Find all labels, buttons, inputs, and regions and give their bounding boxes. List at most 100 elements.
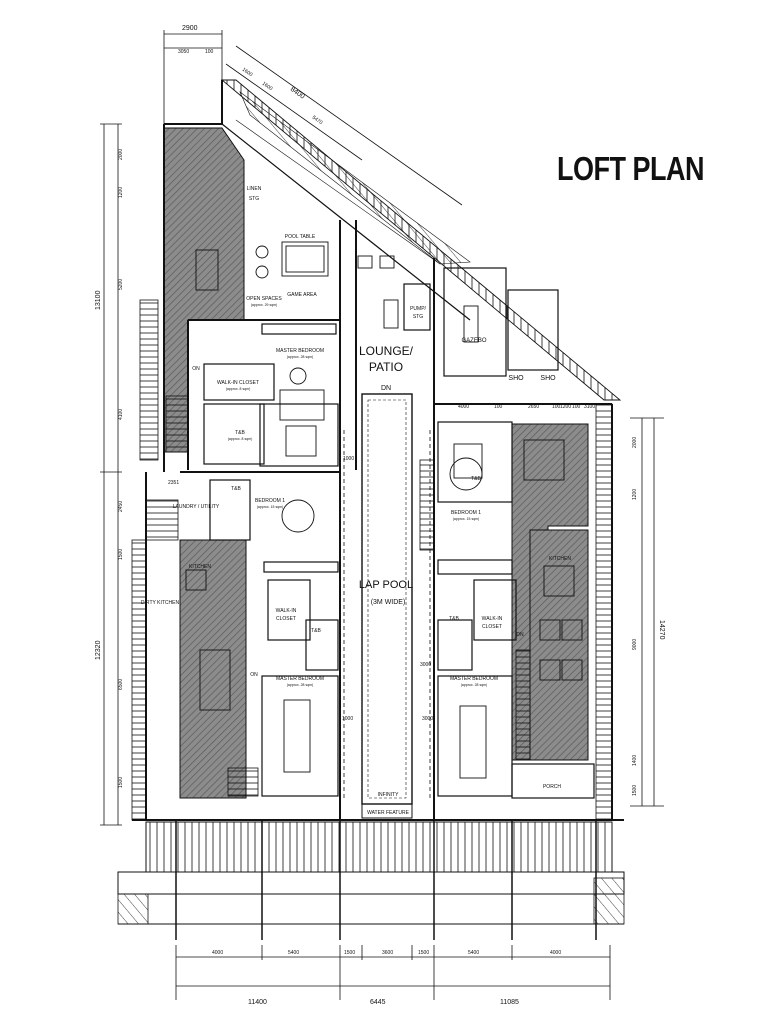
label-kitchen-left: KITCHEN (189, 564, 211, 570)
label-walk-in-closet-upper: WALK-IN CLOSET (217, 380, 259, 386)
label-dn-right: DN (516, 632, 524, 638)
label-master-bedroom-left-sub: (approx. 28 sqm) (287, 683, 313, 687)
label-bedroom-1-left: BEDROOM 1 (255, 498, 285, 504)
dim-upper-row-1: 4000 (458, 404, 469, 410)
dim-upper-row-3: 2650 (528, 404, 539, 410)
dim-left-d4: 4100 (118, 409, 124, 420)
label-pump: PUMP/ (410, 306, 426, 312)
label-tb-mid: T&B (231, 486, 241, 492)
dim-bottom-left: 11400 (248, 999, 267, 1006)
dim-left-d6: 1500 (118, 549, 124, 560)
dim-left-d8: 1500 (118, 777, 124, 788)
dim-left-d1: 2000 (118, 149, 124, 160)
sloped-roof-band (220, 79, 622, 401)
dim-right-d4: 1400 (632, 755, 638, 766)
label-porch: PORCH (543, 784, 561, 790)
label-game-area: GAME AREA (287, 292, 317, 298)
label-master-bedroom-right-sub: (approx. 28 sqm) (461, 683, 487, 687)
label-master-bedroom-upper: MASTER BEDROOM (276, 348, 324, 354)
dim-bottom-right: 11085 (500, 999, 519, 1006)
label-open-spaces-sub: (approx. 29 sqm) (251, 303, 277, 307)
dim-bottom-sub-1: 4000 (212, 950, 223, 956)
label-linen: LINEN (247, 186, 262, 192)
dim-bottom-mid: 6445 (370, 999, 386, 1006)
label-water-feature: WATER FEATURE (367, 810, 410, 816)
label-tb-left: T&B (311, 628, 321, 634)
dim-upper-row-6: 100 (572, 404, 581, 410)
label-master-bedroom-right: MASTER BEDROOM (450, 676, 498, 682)
label-pool-table: POOL TABLE (285, 234, 316, 240)
dim-top-sub-a: 3050 (178, 49, 189, 55)
dim-pool-3: 3000 (422, 716, 433, 722)
dim-right-total: 14270 (658, 620, 665, 640)
dim-right-d3: 9000 (632, 639, 638, 650)
dim-pool-2: 3000 (420, 662, 431, 668)
label-lap-pool: LAP POOL (359, 579, 413, 591)
label-pump-stg: STG (413, 314, 423, 320)
dim-left-lower: 12320 (95, 640, 102, 660)
dim-mid-a: 2351 (168, 480, 179, 486)
dim-left-upper: 13100 (95, 290, 102, 310)
dim-left-d5: 2450 (118, 501, 124, 512)
dim-bottom-sub-7: 4000 (550, 950, 561, 956)
master-bed-lower-left (283, 699, 311, 773)
label-lounge-dn: DN (381, 385, 391, 392)
dimension-lines (100, 30, 664, 1000)
master-bed-upper (285, 425, 317, 457)
dim-diag-b: 1600 (261, 81, 274, 92)
dim-bottom-sub-2: 5400 (288, 950, 299, 956)
label-stg: STG (249, 196, 259, 202)
dim-top-width: 2900 (182, 25, 198, 32)
label-dirty-kitchen: DIRTY KITCHEN (141, 600, 180, 606)
room-labels: POOL TABLE GAME AREA OPEN SPACES (approx… (141, 186, 571, 816)
label-sho-2: SHO (540, 375, 556, 382)
label-laundry: LAUNDRY / UTILITY (173, 504, 220, 510)
dim-bottom-sub-6: 5400 (468, 950, 479, 956)
label-master-bedroom-left: MASTER BEDROOM (276, 676, 324, 682)
stairs (165, 395, 531, 797)
label-lounge: LOUNGE/ (359, 344, 414, 358)
label-tb-right: T&B (449, 616, 459, 622)
label-kitchen-right: KITCHEN (549, 556, 571, 562)
column-markers (175, 820, 597, 940)
label-tb-right-upper: T&B (471, 476, 481, 482)
label-closet-left: CLOSET (276, 616, 296, 622)
label-open-spaces: OPEN SPACES (246, 296, 282, 302)
label-lap-pool-width: (3M WIDE) (371, 599, 406, 606)
dim-bottom-sub-4: 3600 (382, 950, 393, 956)
dim-bottom-sub-3: 1500 (344, 950, 355, 956)
dim-left-d2: 1200 (118, 187, 124, 198)
label-tb-upper-sub: (approx. 8 sqm) (228, 437, 253, 441)
railings (117, 299, 625, 925)
dim-upper-row-2: 100 (494, 404, 503, 410)
furniture (185, 241, 583, 779)
dim-pool-1: 1000 (343, 456, 354, 462)
dim-diag-total: 8400 (289, 86, 306, 101)
label-bedroom-1-right-sub: (approx. 15 sqm) (453, 517, 479, 521)
gazebo-table (463, 305, 479, 343)
label-tb-upper: T&B (235, 430, 245, 436)
interior-partitions (203, 267, 595, 799)
dim-upper-row-7: 3100 (584, 404, 595, 410)
label-on-upper: ON (192, 366, 200, 372)
dim-left-d7: 6500 (118, 679, 124, 690)
label-walk-in-right: WALK-IN (482, 616, 503, 622)
dim-bottom-sub-5: 1500 (418, 950, 429, 956)
label-infinity: INFINITY (378, 792, 399, 798)
label-on-lower: ON (250, 672, 258, 678)
label-closet-right: CLOSET (482, 624, 502, 630)
label-master-bedroom-upper-sub: (approx. 28 sqm) (287, 355, 313, 359)
dim-upper-row-5: 1200 (560, 404, 571, 410)
lower-left-shaded-block (179, 539, 247, 799)
dim-right-d1: 2000 (632, 437, 638, 448)
master-bed-lower-right (459, 705, 487, 779)
label-sho-1: SHO (508, 375, 524, 382)
dim-left-d3: 5200 (118, 279, 124, 290)
label-walk-in-closet-upper-sub: (approx. 8 sqm) (226, 387, 251, 391)
pool-table (281, 241, 329, 277)
page-title: LOFT PLAN (557, 150, 704, 188)
dim-right-d2: 1200 (632, 489, 638, 500)
dim-top-sub-b: 100 (205, 49, 214, 55)
